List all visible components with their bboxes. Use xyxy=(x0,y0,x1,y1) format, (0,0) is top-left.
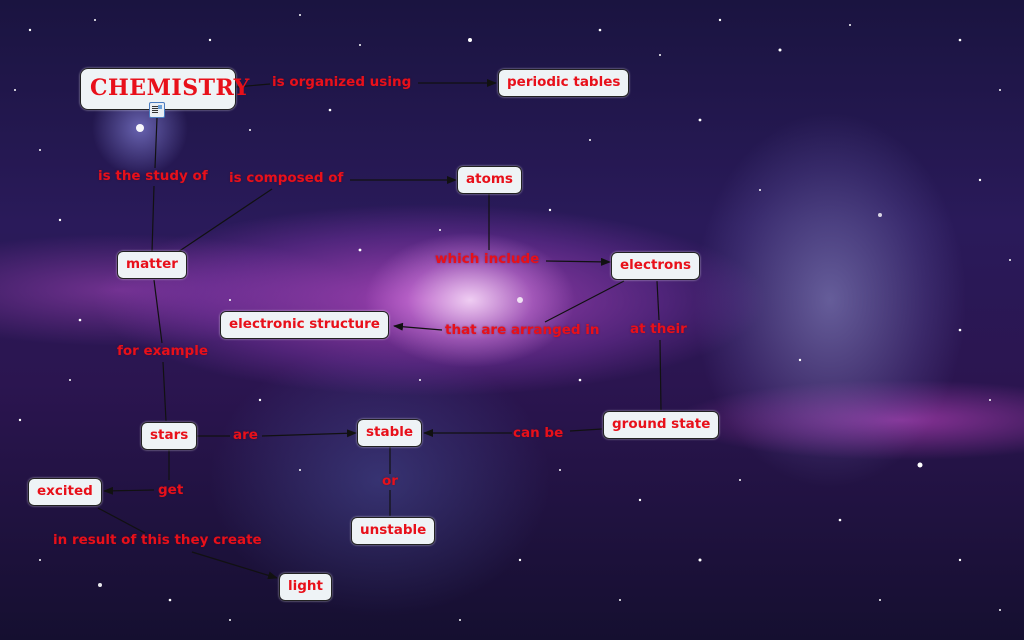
link-is-organized-using[interactable]: is organized using xyxy=(272,74,412,90)
concept-electronic-structure[interactable]: electronic structure xyxy=(220,311,389,339)
concept-ground-state[interactable]: ground state xyxy=(603,411,720,439)
attached-resource-icon[interactable] xyxy=(149,102,165,118)
link-is-composed-of[interactable]: is composed of xyxy=(229,170,344,186)
link-at-their[interactable]: at their xyxy=(630,321,687,337)
link-for-example[interactable]: for example xyxy=(117,343,208,359)
concept-stable[interactable]: stable xyxy=(357,419,423,447)
link-or[interactable]: or xyxy=(382,473,398,489)
link-get[interactable]: get xyxy=(158,482,184,498)
link-can-be[interactable]: can be xyxy=(513,425,564,441)
concept-electrons[interactable]: electrons xyxy=(611,252,700,280)
concept-matter[interactable]: matter xyxy=(117,251,187,279)
link-is-the-study-of[interactable]: is the study of xyxy=(98,168,208,184)
concept-unstable[interactable]: unstable xyxy=(351,517,436,545)
link-are[interactable]: are xyxy=(233,427,258,443)
link-which-include[interactable]: which include xyxy=(435,251,540,267)
concept-periodic-tables[interactable]: periodic tables xyxy=(498,69,630,97)
concept-light[interactable]: light xyxy=(279,573,332,601)
concept-excited[interactable]: excited xyxy=(28,478,102,506)
concept-stars[interactable]: stars xyxy=(141,422,198,450)
link-that-are-arranged-in[interactable]: that are arranged in xyxy=(445,322,600,338)
concept-atoms[interactable]: atoms xyxy=(457,166,522,194)
link-in-result-of-this-they-create[interactable]: in result of this they create xyxy=(53,532,262,548)
